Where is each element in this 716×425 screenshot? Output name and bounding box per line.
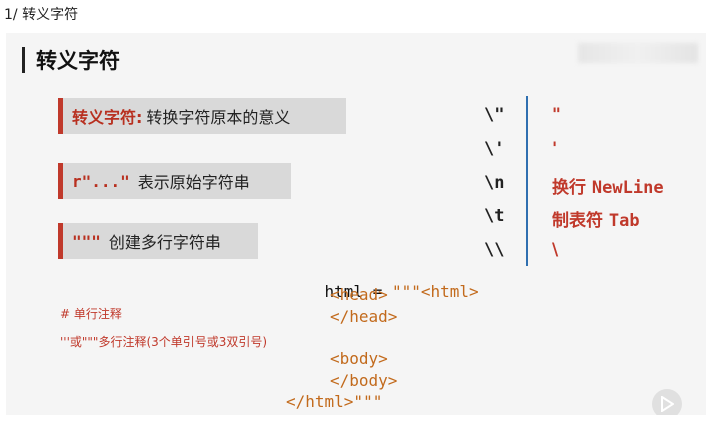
escape-val-cn: 制表符 <box>552 211 603 231</box>
code-line-1: html = """<html> <box>286 263 479 320</box>
escape-val-en: Tab <box>608 211 640 231</box>
escape-val-cn: 换行 <box>552 178 586 198</box>
play-triangle-icon <box>661 396 674 412</box>
escape-val-newline: 换行 NewLine <box>552 173 664 198</box>
code-assign: html = <box>324 282 392 301</box>
code-line-4: <body> <box>330 349 388 368</box>
escape-key-squote: \' <box>484 139 505 159</box>
escape-key-dquote: \" <box>484 105 505 125</box>
tag-raw-string: r"..." 表示原始字符串 <box>58 163 291 199</box>
slide: 转义字符 转义字符: 转换字符原本的意义 r"..." 表示原始字符串 """ … <box>6 33 706 415</box>
escape-divider <box>526 96 528 266</box>
code-line-2: <head> <box>330 285 388 304</box>
page-label: 1/ 转义字符 <box>4 7 79 23</box>
title-bar <box>22 47 25 73</box>
tag-key: r"..." <box>72 171 130 191</box>
escape-key-newline: \n <box>484 173 505 193</box>
escape-val-en: NewLine <box>591 178 664 198</box>
tag-multiline-string: """ 创建多行字符串 <box>58 223 258 259</box>
escape-val-dquote: " <box>552 105 561 125</box>
escape-val-tab: 制表符 Tab <box>552 206 640 231</box>
escape-key-tab: \t <box>484 206 505 226</box>
tag-key: """ <box>72 231 101 251</box>
code-line-5: </body> <box>330 371 398 390</box>
play-icon[interactable] <box>652 389 682 415</box>
watermark-blur <box>578 43 698 63</box>
note-single-comment: # 单行注释 <box>60 307 122 321</box>
slide-title: 转义字符 <box>36 49 120 73</box>
escape-val-squote: ' <box>552 139 558 159</box>
tag-text: 创建多行字符串 <box>108 233 221 252</box>
code-string: """<html> <box>391 282 479 301</box>
tag-text: 表示原始字符串 <box>137 173 250 192</box>
tag-key: 转义字符: <box>72 108 143 127</box>
note-multi-comment: '''或"""多行注释(3个单引号或3双引号) <box>60 335 268 349</box>
code-line-6: </html>""" <box>286 392 383 411</box>
escape-val-backslash: \ <box>552 240 559 260</box>
tag-escape-char: 转义字符: 转换字符原本的意义 <box>58 98 346 134</box>
escape-key-backslash: \\ <box>484 240 505 260</box>
tag-text: 转换字符原本的意义 <box>146 108 291 127</box>
code-line-3: </head> <box>330 307 398 326</box>
